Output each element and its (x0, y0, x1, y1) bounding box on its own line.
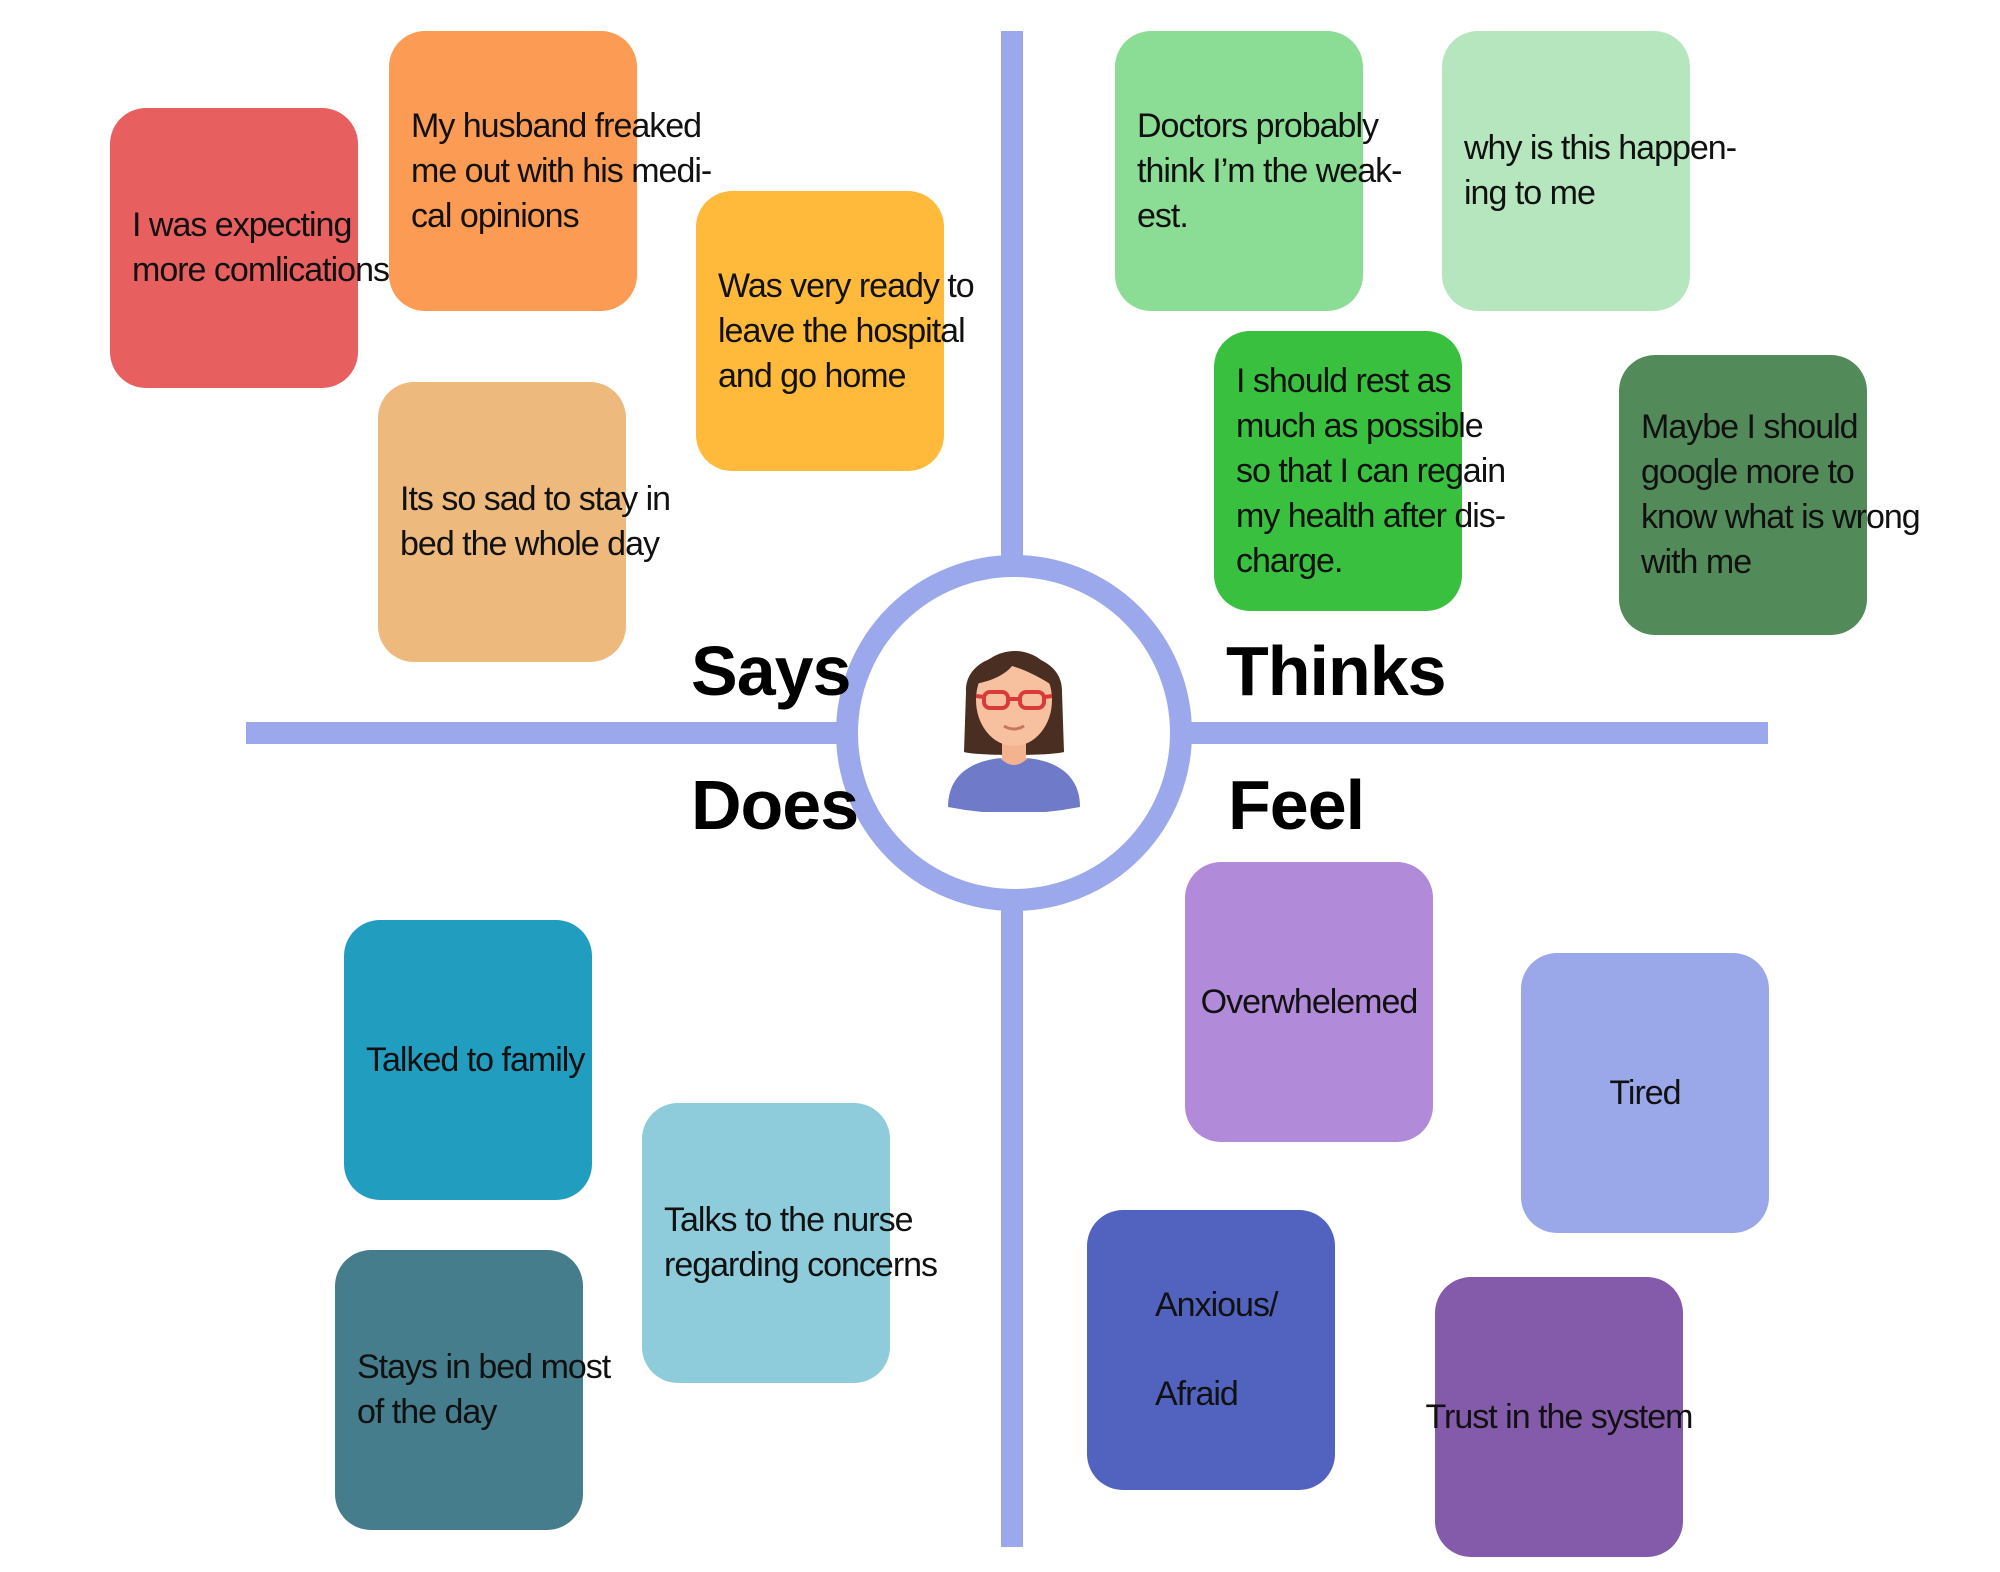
note-text-line: Trust in the system (1425, 1397, 1694, 1436)
note-text-line: I should rest as (1236, 361, 1452, 400)
sticky-note: Talks to the nurse regarding concerns (642, 1103, 938, 1383)
note-text-line: Doctors probably (1137, 106, 1379, 145)
note-text-line: google more to (1641, 453, 1855, 491)
note-text-line: more comlications (132, 251, 390, 289)
note-text-line: with me (1641, 543, 1752, 581)
note-text-line: Talked to family (366, 1040, 585, 1079)
woman-avatar-icon (948, 651, 1080, 812)
axis-vertical-bottom (1001, 905, 1023, 1547)
note-text-line: bed the whole day (400, 525, 660, 563)
sticky-note: Talked to family (344, 920, 592, 1200)
label-feel: Feel (1228, 766, 1365, 844)
note-text-line: est. (1137, 196, 1189, 235)
sticky-note: Maybe I should google more to know what is… (1619, 355, 1921, 635)
note-text-line: leave the hospital (718, 311, 966, 350)
note-text-line: Talks to the nurse (664, 1201, 913, 1239)
note-text-line: and go home (718, 356, 907, 395)
sticky-note: Tired (1521, 953, 1769, 1233)
label-thinks: Thinks (1226, 632, 1447, 710)
note-text-line: charge. (1236, 541, 1343, 580)
note-text-line: Tired (1609, 1073, 1681, 1112)
note-text-line: think I’m the weak- (1137, 151, 1402, 190)
label-does: Does (691, 766, 859, 844)
note-text-line: know what is wrong (1641, 498, 1921, 536)
note-text-line: ing to me (1464, 174, 1596, 212)
note-text-line: why is this happen- (1464, 129, 1737, 167)
sticky-note: why is this happen-ing to me (1442, 31, 1737, 311)
sticky-note: Overwhelemed (1185, 862, 1433, 1142)
sticky-note: Anxious/Afraid (1087, 1210, 1335, 1490)
note-text-line: Anxious/ (1155, 1286, 1278, 1324)
note-text-line: Maybe I should (1641, 408, 1859, 446)
axis-horizontal-left (246, 722, 846, 744)
sticky-note: Doctors probably think I’m the weak-est. (1115, 31, 1402, 311)
note-text-line: regarding concerns (664, 1246, 938, 1284)
note-text-line: Overwhelemed (1200, 982, 1419, 1021)
note-text-line: my health after dis- (1236, 496, 1506, 535)
note-text-line: My husband freaked (411, 106, 702, 145)
sticky-note: Its so sad to stay in bed the whole day (378, 382, 671, 662)
axis-horizontal-right (1182, 722, 1768, 744)
note-text-line: Was very ready to (718, 266, 975, 305)
note-text-line: of the day (357, 1393, 497, 1431)
note-text-line: so that I can regain (1236, 451, 1506, 490)
sticky-note: I should rest as much as possible so that … (1214, 331, 1506, 611)
sticky-note: Trust in the system (1426, 1277, 1693, 1557)
note-text-line: me out with his medi- (411, 151, 712, 190)
label-says: Says (691, 632, 851, 710)
sticky-note: My husband freaked me out with his medi-c… (389, 31, 712, 311)
sticky-note: Stays in bed most of the day (335, 1250, 611, 1530)
note-text-line: Afraid (1155, 1375, 1239, 1413)
note-text-line: Stays in bed most (357, 1348, 611, 1386)
note-text-line: much as possible (1236, 406, 1484, 445)
note-text-line: I was expecting (132, 206, 352, 244)
sticky-note: Was very ready to leave the hospital and g… (696, 191, 975, 471)
note-text-line: cal opinions (411, 196, 580, 235)
sticky-note: I was expecting more comlications (110, 108, 390, 388)
axis-vertical-top (1001, 31, 1023, 561)
note-text-line: Its so sad to stay in (400, 480, 671, 518)
